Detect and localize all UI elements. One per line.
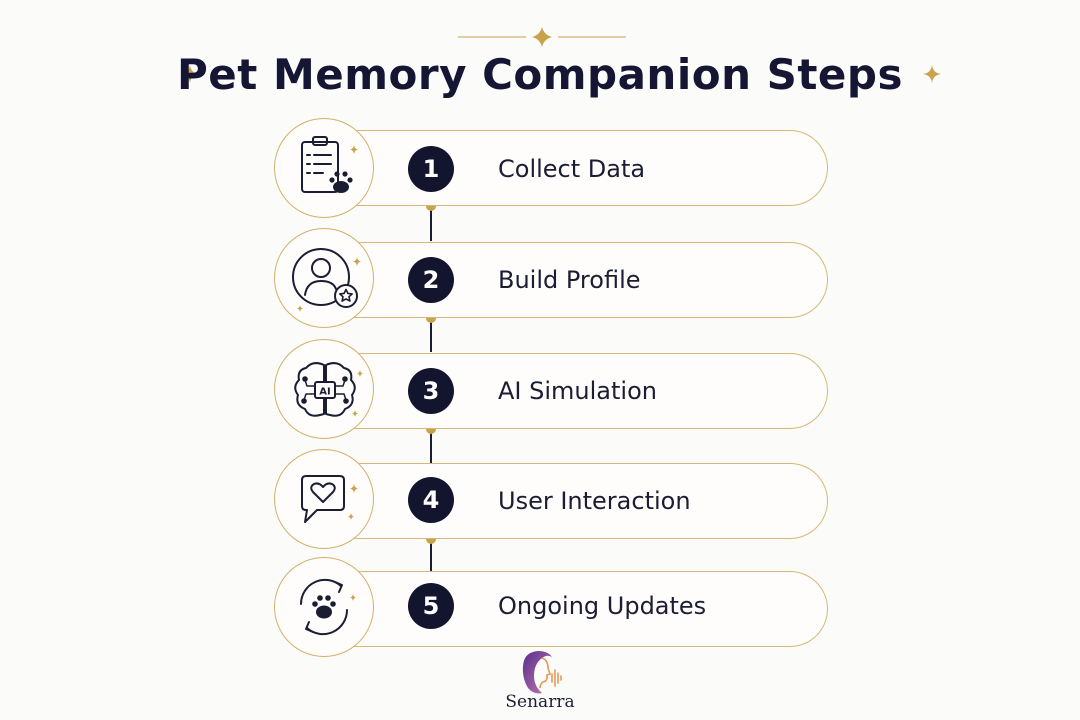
step-number-badge: 2 [408,257,454,303]
connector-dot [426,534,436,544]
step-card [318,353,828,429]
step-connector [430,539,432,571]
title-row: Pet Memory Companion Steps [0,48,1080,108]
sparkle-icon [923,65,941,83]
step-icon-circle [274,557,374,657]
step-label: Ongoing Updates [498,592,707,620]
brand-logo: Senarra [490,648,590,720]
heart-chat-icon [301,475,358,523]
step-label: Collect Data [498,155,646,183]
step-icon-circle [274,449,374,549]
step-card [318,130,828,206]
step-number-badge: 3 [408,368,454,414]
paw-refresh-icon [299,578,356,636]
sparkle-icon [181,65,199,83]
svg-text:AI: AI [319,387,330,398]
connector-dot [426,424,436,434]
step-number-badge: 1 [408,146,454,192]
brand-name: Senarra [505,692,575,712]
connector-dot [426,313,436,323]
step-number-badge: 4 [408,477,454,523]
step-card [318,242,828,318]
step-connector [430,429,432,463]
step-label: User Interaction [498,487,691,515]
page-title: Pet Memory Companion Steps [177,50,903,99]
step-label: AI Simulation [498,377,657,405]
clipboard-paw-icon [301,136,358,193]
brain-ai-icon: AI [294,362,363,417]
woman-profile-logo-icon [522,651,562,694]
step-icon-circle: AI [274,339,374,439]
step-card [318,463,828,539]
user-star-icon [292,248,361,312]
step-icon-circle [274,118,374,218]
step-number-badge: 5 [408,583,454,629]
connector-dot [426,201,436,211]
step-card [318,571,828,647]
step-icon-circle [274,228,374,328]
step-label: Build Profile [498,266,641,294]
top-ornament-icon [458,27,626,47]
step-connector [430,207,432,241]
step-connector [430,318,432,352]
